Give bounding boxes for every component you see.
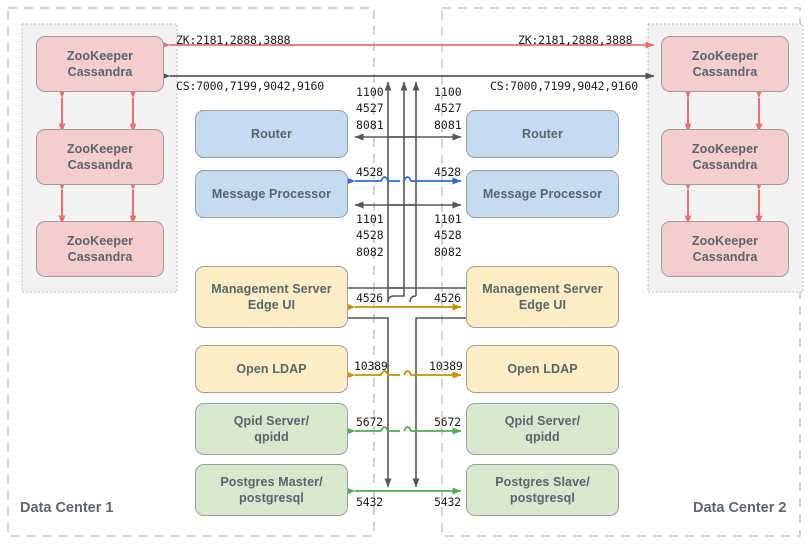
node-line: Open LDAP — [236, 362, 307, 376]
node-line: Qpid Server/ — [233, 414, 310, 428]
dc1-router-node[interactable]: Router — [195, 110, 348, 158]
router-ports-left-label: 1100 4527 8081 — [356, 85, 384, 132]
node-line: Edge UI — [518, 298, 567, 312]
cassandra-ports-right-label: CS:7000,7199,9042,9160 — [490, 79, 638, 93]
zk-ports-left-label: ZK:2181,2888,3888 — [176, 33, 291, 47]
dc2-zk1-node[interactable]: ZooKeeper Cassandra — [661, 36, 789, 92]
trunk-right-foot — [409, 295, 417, 303]
dc2-postgres-node[interactable]: Postgres Slave/ postgresql — [466, 464, 619, 516]
mp-in-left-label: 4528 — [356, 165, 383, 179]
postgres-port-right-label: 5432 — [434, 495, 461, 509]
node-line: ZooKeeper — [691, 49, 759, 63]
dc1-zk1-node[interactable]: ZooKeeper Cassandra — [36, 36, 164, 92]
dc2-management-server-node[interactable]: Management Server Edge UI — [466, 266, 619, 328]
ms-port-left-label: 4526 — [356, 291, 383, 305]
ldap-port-left-label: 10389 — [354, 359, 388, 373]
dc1-open-ldap-node[interactable]: Open LDAP — [195, 345, 348, 393]
node-line: Postgres Slave/ — [495, 475, 590, 489]
node-line: Open LDAP — [507, 362, 578, 376]
qpid-cross-link-left — [346, 426, 400, 435]
dc1-boundary — [7, 7, 375, 537]
node-line: Cassandra — [67, 65, 133, 79]
postgres-port-left-label: 5432 — [356, 495, 383, 509]
router-ports-right-label: 1100 4527 8081 — [434, 85, 462, 132]
dc2-label: Data Center 2 — [693, 500, 787, 516]
node-line: Router — [251, 127, 292, 141]
dc2-open-ldap-node[interactable]: Open LDAP — [466, 345, 619, 393]
mp-cross-link-left — [346, 176, 400, 185]
node-line: Edge UI — [247, 298, 296, 312]
node-line: Cassandra — [692, 250, 758, 264]
node-line: Cassandra — [692, 158, 758, 172]
qpid-port-left-label: 5672 — [356, 415, 383, 429]
dc1-message-processor-node[interactable]: Message Processor — [195, 170, 348, 218]
mp-in-right-label: 4528 — [434, 165, 461, 179]
dc2-zk3-node[interactable]: ZooKeeper Cassandra — [661, 221, 789, 277]
trunk-left-up — [387, 81, 408, 303]
dc2-boundary — [441, 7, 801, 537]
node-line: Message Processor — [211, 187, 332, 201]
node-line: Postgres Master/ — [220, 475, 323, 489]
node-line: ZooKeeper — [66, 49, 134, 63]
dc2-message-processor-node[interactable]: Message Processor — [466, 170, 619, 218]
ms-port-right-label: 4526 — [434, 291, 461, 305]
dc1-management-server-node[interactable]: Management Server Edge UI — [195, 266, 348, 328]
ldap-cross-link-right — [403, 370, 462, 379]
node-line: Cassandra — [692, 65, 758, 79]
node-line: Qpid Server/ — [504, 414, 581, 428]
cassandra-ports-left-label: CS:7000,7199,9042,9160 — [176, 79, 324, 93]
node-line: ZooKeeper — [691, 142, 759, 156]
dc1-zk2-node[interactable]: ZooKeeper Cassandra — [36, 129, 164, 185]
node-line: ZooKeeper — [66, 142, 134, 156]
mp-out-right-label: 1101 4528 8082 — [434, 212, 462, 259]
ms-down-left — [348, 317, 392, 488]
node-line: ZooKeeper — [691, 234, 759, 248]
dc1-label: Data Center 1 — [20, 500, 114, 516]
ldap-cross-link-left — [346, 370, 400, 379]
node-line: Cassandra — [67, 158, 133, 172]
node-line: Management Server — [211, 282, 332, 296]
node-line: qpidd — [254, 430, 289, 444]
dc2-zk-ring-links — [684, 89, 763, 225]
dc2-zk2-node[interactable]: ZooKeeper Cassandra — [661, 129, 789, 185]
mp-cross-link-right — [403, 176, 462, 185]
node-line: Cassandra — [67, 250, 133, 264]
ldap-port-right-label: 10389 — [429, 359, 463, 373]
dc1-zk3-node[interactable]: ZooKeeper Cassandra — [36, 221, 164, 277]
node-line: ZooKeeper — [66, 234, 134, 248]
dc1-postgres-node[interactable]: Postgres Master/ postgresql — [195, 464, 348, 516]
qpid-port-right-label: 5672 — [434, 415, 461, 429]
zk-ports-right-label: ZK:2181,2888,3888 — [518, 33, 633, 47]
node-line: postgresql — [510, 491, 575, 505]
node-line: Message Processor — [482, 187, 603, 201]
dc1-zk-ring-links — [58, 89, 137, 225]
qpid-cross-link-right — [403, 426, 462, 435]
node-line: Management Server — [482, 282, 603, 296]
node-line: qpidd — [525, 430, 560, 444]
dc2-qpid-node[interactable]: Qpid Server/ qpidd — [466, 403, 619, 455]
node-line: postgresql — [239, 491, 304, 505]
dc1-qpid-node[interactable]: Qpid Server/ qpidd — [195, 403, 348, 455]
mp-out-left-label: 1101 4528 8082 — [356, 212, 384, 259]
dc2-router-node[interactable]: Router — [466, 110, 619, 158]
node-line: Router — [522, 127, 563, 141]
